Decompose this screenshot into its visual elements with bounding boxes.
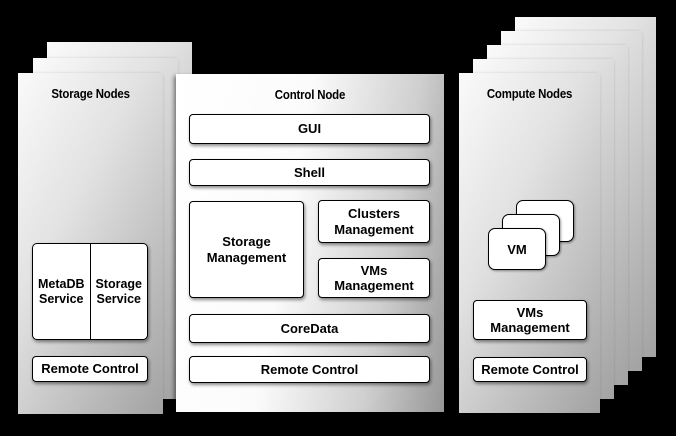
remote-control-box: Remote Control: [473, 357, 587, 382]
storage-service-box: Storage Service: [95, 276, 143, 306]
storage-nodes-title: Storage Nodes: [51, 86, 130, 101]
vms-management-box: VMs Management: [473, 300, 587, 340]
storage-nodes-panel: Storage Nodes MetaDB Service Storage Ser…: [18, 73, 163, 414]
services-group-box: MetaDB Service Storage Service: [32, 243, 148, 340]
metadb-service-box: MetaDB Service: [33, 244, 91, 339]
shell-box: Shell: [189, 159, 430, 186]
gui-box: GUI: [189, 114, 430, 144]
coredata-box: CoreData: [189, 314, 430, 343]
storage-management-box: Storage Management: [189, 201, 304, 298]
control-node-panel: Control Node GUI Shell Storage Managemen…: [176, 74, 444, 412]
compute-nodes-panel: Compute Nodes VM VMs Management Remote C…: [459, 73, 600, 413]
clusters-management-box: Clusters Management: [318, 200, 430, 243]
vm-box: VM: [488, 228, 546, 270]
vms-management-box: VMs Management: [318, 258, 430, 298]
remote-control-box: Remote Control: [189, 356, 430, 383]
control-node-title: Control Node: [274, 87, 346, 102]
remote-control-box: Remote Control: [32, 356, 148, 382]
compute-nodes-title: Compute Nodes: [486, 86, 573, 101]
